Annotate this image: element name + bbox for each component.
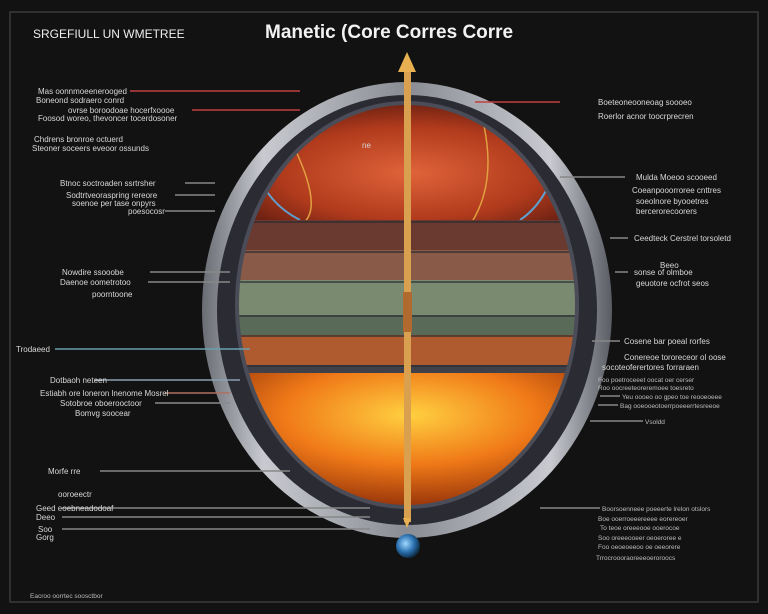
footer-text: Eacroo oorrtec soosctbor xyxy=(30,593,103,600)
l-label: Daenoe oometrotoo xyxy=(60,278,131,287)
l-label: Dotbaoh neteen xyxy=(50,376,107,385)
diagram-subtitle: SRGEFIULL UN WMETREE xyxy=(33,27,185,41)
r-label: To teoe oreeeooe ooerocoe xyxy=(600,525,680,532)
l-label: soenoe per tase onpyrs xyxy=(72,199,156,208)
l-label: Deeo xyxy=(36,513,56,522)
r-label: Foo poetroceeet oocat oer cerser xyxy=(598,377,695,384)
l-label: Btnoc soctroaden ssrtrsher xyxy=(60,179,156,188)
l-label: ooroeectr xyxy=(58,490,92,499)
r-label: Trrocroooraoreeeoeroroocs xyxy=(596,555,676,562)
l-label: Bomvg soocear xyxy=(75,409,131,418)
l-label: Steoner soceers eveoor ossunds xyxy=(32,144,149,153)
globe-icon xyxy=(396,534,420,558)
l-label: Chdrens bronroe octuerd xyxy=(34,135,123,144)
l-label: Mas oonnmoeenerooged xyxy=(38,87,127,96)
r-label: soeolnore byooetres xyxy=(636,197,709,206)
l-label: Trodaeed xyxy=(16,345,50,354)
r-label: Ceedteck Cerstrel torsoletd xyxy=(634,234,731,243)
l-label: poorntoone xyxy=(92,290,133,299)
l-label: Soo xyxy=(38,525,53,534)
r-label: Conereoe tororeceor ol oose xyxy=(624,353,726,362)
r-label: Yeu oooeo oo gpeo toe reooeoeee xyxy=(622,394,722,401)
r-label: Mulda Moeoo scooeed xyxy=(636,173,717,182)
r-label: sonse of olmboe xyxy=(634,268,693,277)
r-label: Boeteoneooneoag soooeo xyxy=(598,98,692,107)
axis-rod xyxy=(398,52,416,528)
r-label: Boe ooerroeeereeee eorereoer xyxy=(598,516,688,523)
l-label: Gorg xyxy=(36,533,54,542)
arrow-head-icon xyxy=(398,52,416,72)
r-label: socoteoferertores forraraen xyxy=(602,363,699,372)
r-label: geuotore ocfrot seos xyxy=(636,279,709,288)
l-label: ovrse boroodoae hocerfxoooe xyxy=(68,106,175,115)
l-label: Geed eoebneadodoaf xyxy=(36,504,114,513)
l-label: poesocosr xyxy=(128,207,165,216)
l-label: Sodtrtveoraspring rereore xyxy=(66,191,158,200)
r-label: Boorsoenneee poeeerte lrelon otslors xyxy=(602,506,711,513)
r-label: bercerorecoorers xyxy=(636,207,697,216)
l-label: Boneond sodraero conrd xyxy=(36,96,124,105)
r-label: Coeanpooorroree cnttres xyxy=(632,186,721,195)
r-label: Bag ooeooeotoerrpoeeerrtesreeoe xyxy=(620,403,720,410)
r-label: Foo oeoeoeeoo oe oeeorere xyxy=(598,544,681,551)
r-label: Soo oreeeooeer oeoeroree e xyxy=(598,535,682,542)
l-label: Morfe rre xyxy=(48,467,81,476)
l-label: Estiabh ore loneron lnenome Mosrel xyxy=(40,389,169,398)
l-label: Sotobroe oboerooctoor xyxy=(60,399,142,408)
r-label: Cosene bar poeal rorfes xyxy=(624,337,710,346)
r-label: Beeo xyxy=(660,261,679,270)
l-label: Nowdire ssooobe xyxy=(62,268,124,277)
l-label: Foosod woreo, thevoncer tocerdosoner xyxy=(38,114,178,123)
r-label: Roo oocreeteoreremoee toesreto xyxy=(598,385,694,392)
r-label: Roerlor acnor toocrprecren xyxy=(598,112,694,121)
r-label: Vsoldd xyxy=(645,419,665,426)
center-label: ne xyxy=(362,141,371,150)
frame-border xyxy=(9,11,759,603)
diagram-title: Manetic (Core Corres Corre xyxy=(265,22,513,43)
